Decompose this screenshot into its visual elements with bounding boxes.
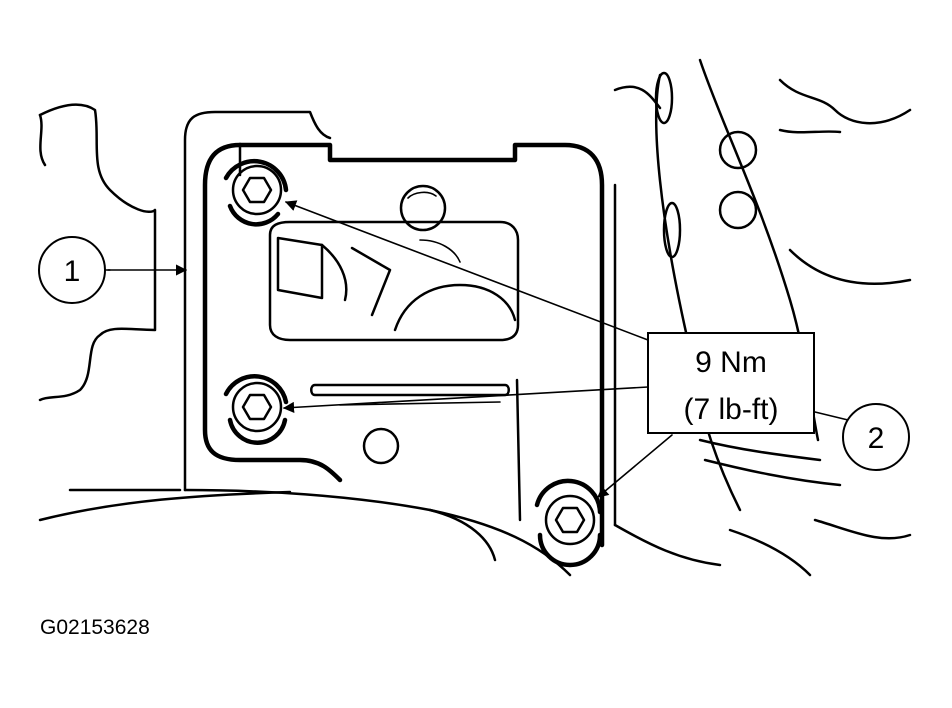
torque-spec-box: 9 Nm (7 lb-ft)	[647, 332, 815, 434]
torque-value-nm: 9 Nm	[695, 346, 767, 379]
mount-plate	[202, 142, 605, 548]
callout-2-label: 2	[868, 422, 885, 455]
lower-bolt-arrow	[282, 386, 649, 414]
third-bolt	[534, 478, 603, 568]
plate-opening	[268, 220, 520, 342]
left-body-structure	[38, 103, 292, 522]
round-studs	[362, 184, 447, 465]
outer-bracket	[183, 110, 572, 577]
mount-bolts	[223, 158, 603, 568]
lower-bolt	[223, 374, 289, 445]
figure-code: G02153628	[40, 616, 150, 639]
callout-1: 1	[38, 236, 106, 304]
leader-lines	[107, 200, 849, 498]
torque-value-lbft: (7 lb-ft)	[683, 393, 778, 426]
upper-bolt-arrow	[284, 200, 649, 341]
third-bolt-arrow	[597, 434, 673, 498]
callout-1-label: 1	[64, 255, 81, 288]
upper-bolt	[223, 158, 289, 227]
right-body-structure	[613, 58, 912, 577]
callout-2: 2	[842, 403, 910, 471]
callout-2-leader	[814, 411, 849, 421]
